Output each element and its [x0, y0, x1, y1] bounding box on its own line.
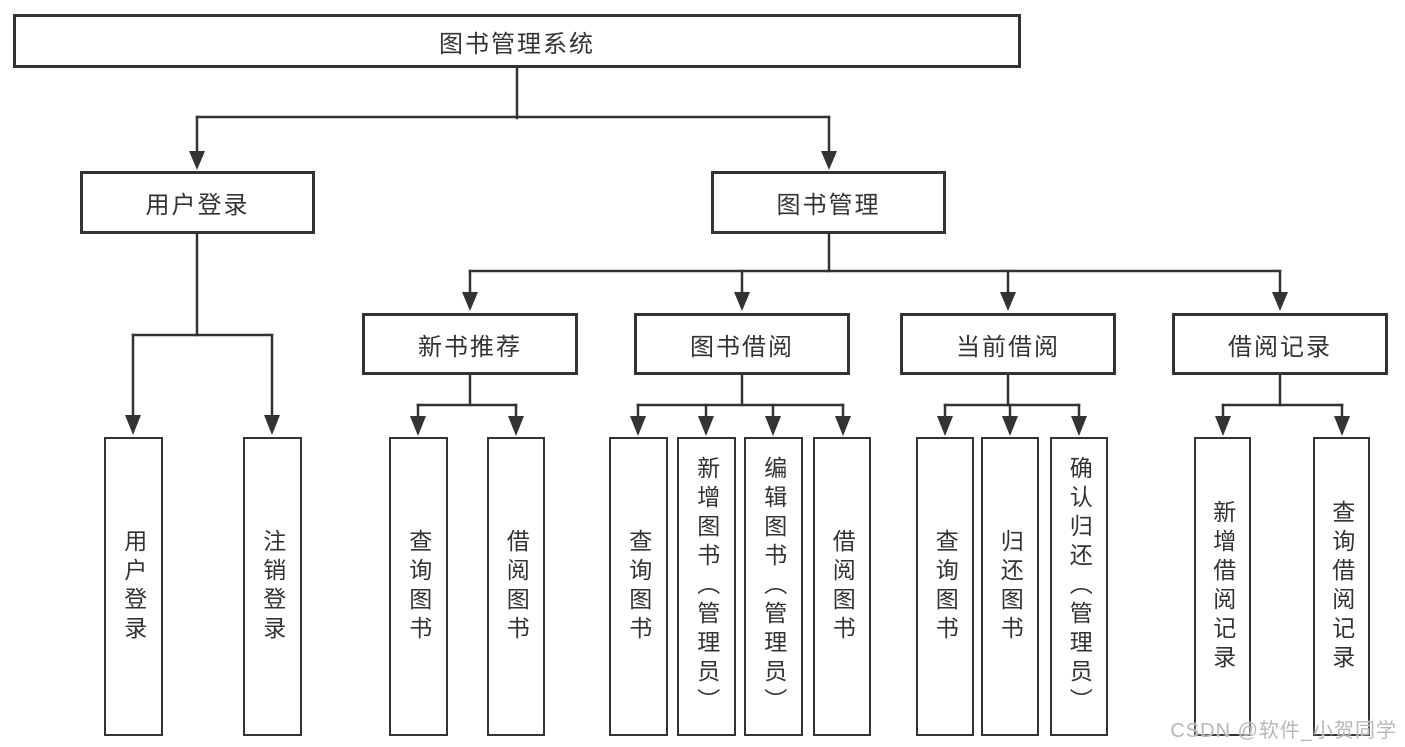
watermark: CSDN @软件_小贺同学 [1170, 720, 1397, 742]
node-label: 编辑图书（管理员） [760, 456, 787, 717]
arrowhead-icon [1000, 292, 1016, 311]
node-logout-login: 注销登录 [243, 437, 302, 736]
node-label: 查询借阅记录 [1328, 499, 1355, 674]
arrowhead-icon [821, 151, 837, 170]
node-cb-query-books: 查询图书 [916, 437, 974, 736]
node-label: 借阅图书 [829, 528, 856, 645]
arrowhead-icon [937, 416, 953, 436]
node-current-borrowing: 当前借阅 [900, 313, 1116, 375]
node-label: 查询图书 [405, 528, 432, 645]
node-cb-confirm-return: 确认归还（管理员） [1050, 437, 1108, 736]
node-borrowing-records: 借阅记录 [1172, 313, 1388, 375]
node-label: 当前借阅 [956, 333, 1060, 361]
node-label: 新增图书（管理员） [693, 456, 720, 717]
node-label: 用户登录 [145, 192, 250, 219]
arrowhead-icon [1002, 416, 1018, 436]
arrowhead-icon [630, 416, 646, 436]
node-label: 借阅图书 [503, 528, 530, 645]
node-label: 注销登录 [259, 528, 286, 645]
arrowhead-icon [1272, 292, 1288, 311]
node-user-login: 用户登录 [104, 437, 163, 736]
node-br-add-record: 新增借阅记录 [1194, 437, 1251, 736]
arrowhead-icon [1334, 416, 1350, 436]
node-book-management: 图书管理 [711, 171, 946, 234]
node-label: 用户登录 [120, 528, 147, 645]
arrowhead-icon [125, 415, 141, 435]
arrowhead-icon [835, 416, 851, 436]
arrowhead-icon [189, 151, 205, 170]
node-bb-query-books: 查询图书 [609, 437, 668, 736]
node-label: 新书推荐 [418, 333, 522, 361]
node-label: 图书管理 [776, 192, 881, 219]
node-label: 归还图书 [997, 528, 1024, 645]
node-label: 图书管理系统 [439, 30, 595, 58]
node-bb-edit-books: 编辑图书（管理员） [744, 437, 803, 736]
arrowhead-icon [765, 416, 781, 436]
node-book-borrowing: 图书借阅 [634, 313, 850, 375]
node-label: 查询图书 [932, 528, 959, 645]
arrowhead-icon [508, 416, 524, 436]
node-rec-borrow-books: 借阅图书 [487, 437, 545, 736]
node-br-query-record: 查询借阅记录 [1313, 437, 1370, 736]
node-label: 查询图书 [625, 528, 652, 645]
node-label: 借阅记录 [1228, 333, 1332, 361]
arrowhead-icon [1071, 416, 1087, 436]
node-bb-borrow-books: 借阅图书 [813, 437, 871, 736]
arrowhead-icon [264, 415, 280, 435]
node-rec-query-books: 查询图书 [389, 437, 448, 736]
arrowhead-icon [698, 416, 714, 436]
node-label: 新增借阅记录 [1209, 499, 1236, 674]
node-bb-add-books: 新增图书（管理员） [677, 437, 736, 736]
node-label: 确认归还（管理员） [1066, 456, 1093, 717]
node-new-book-recommend: 新书推荐 [362, 313, 578, 375]
node-library-management-system: 图书管理系统 [13, 14, 1021, 68]
node-user-login-group: 用户登录 [80, 171, 315, 234]
arrowhead-icon [734, 292, 750, 311]
node-cb-return-books: 归还图书 [981, 437, 1039, 736]
arrowhead-icon [462, 292, 478, 311]
arrowhead-icon [410, 416, 426, 436]
node-label: 图书借阅 [690, 333, 794, 361]
arrowhead-icon [1215, 416, 1231, 436]
